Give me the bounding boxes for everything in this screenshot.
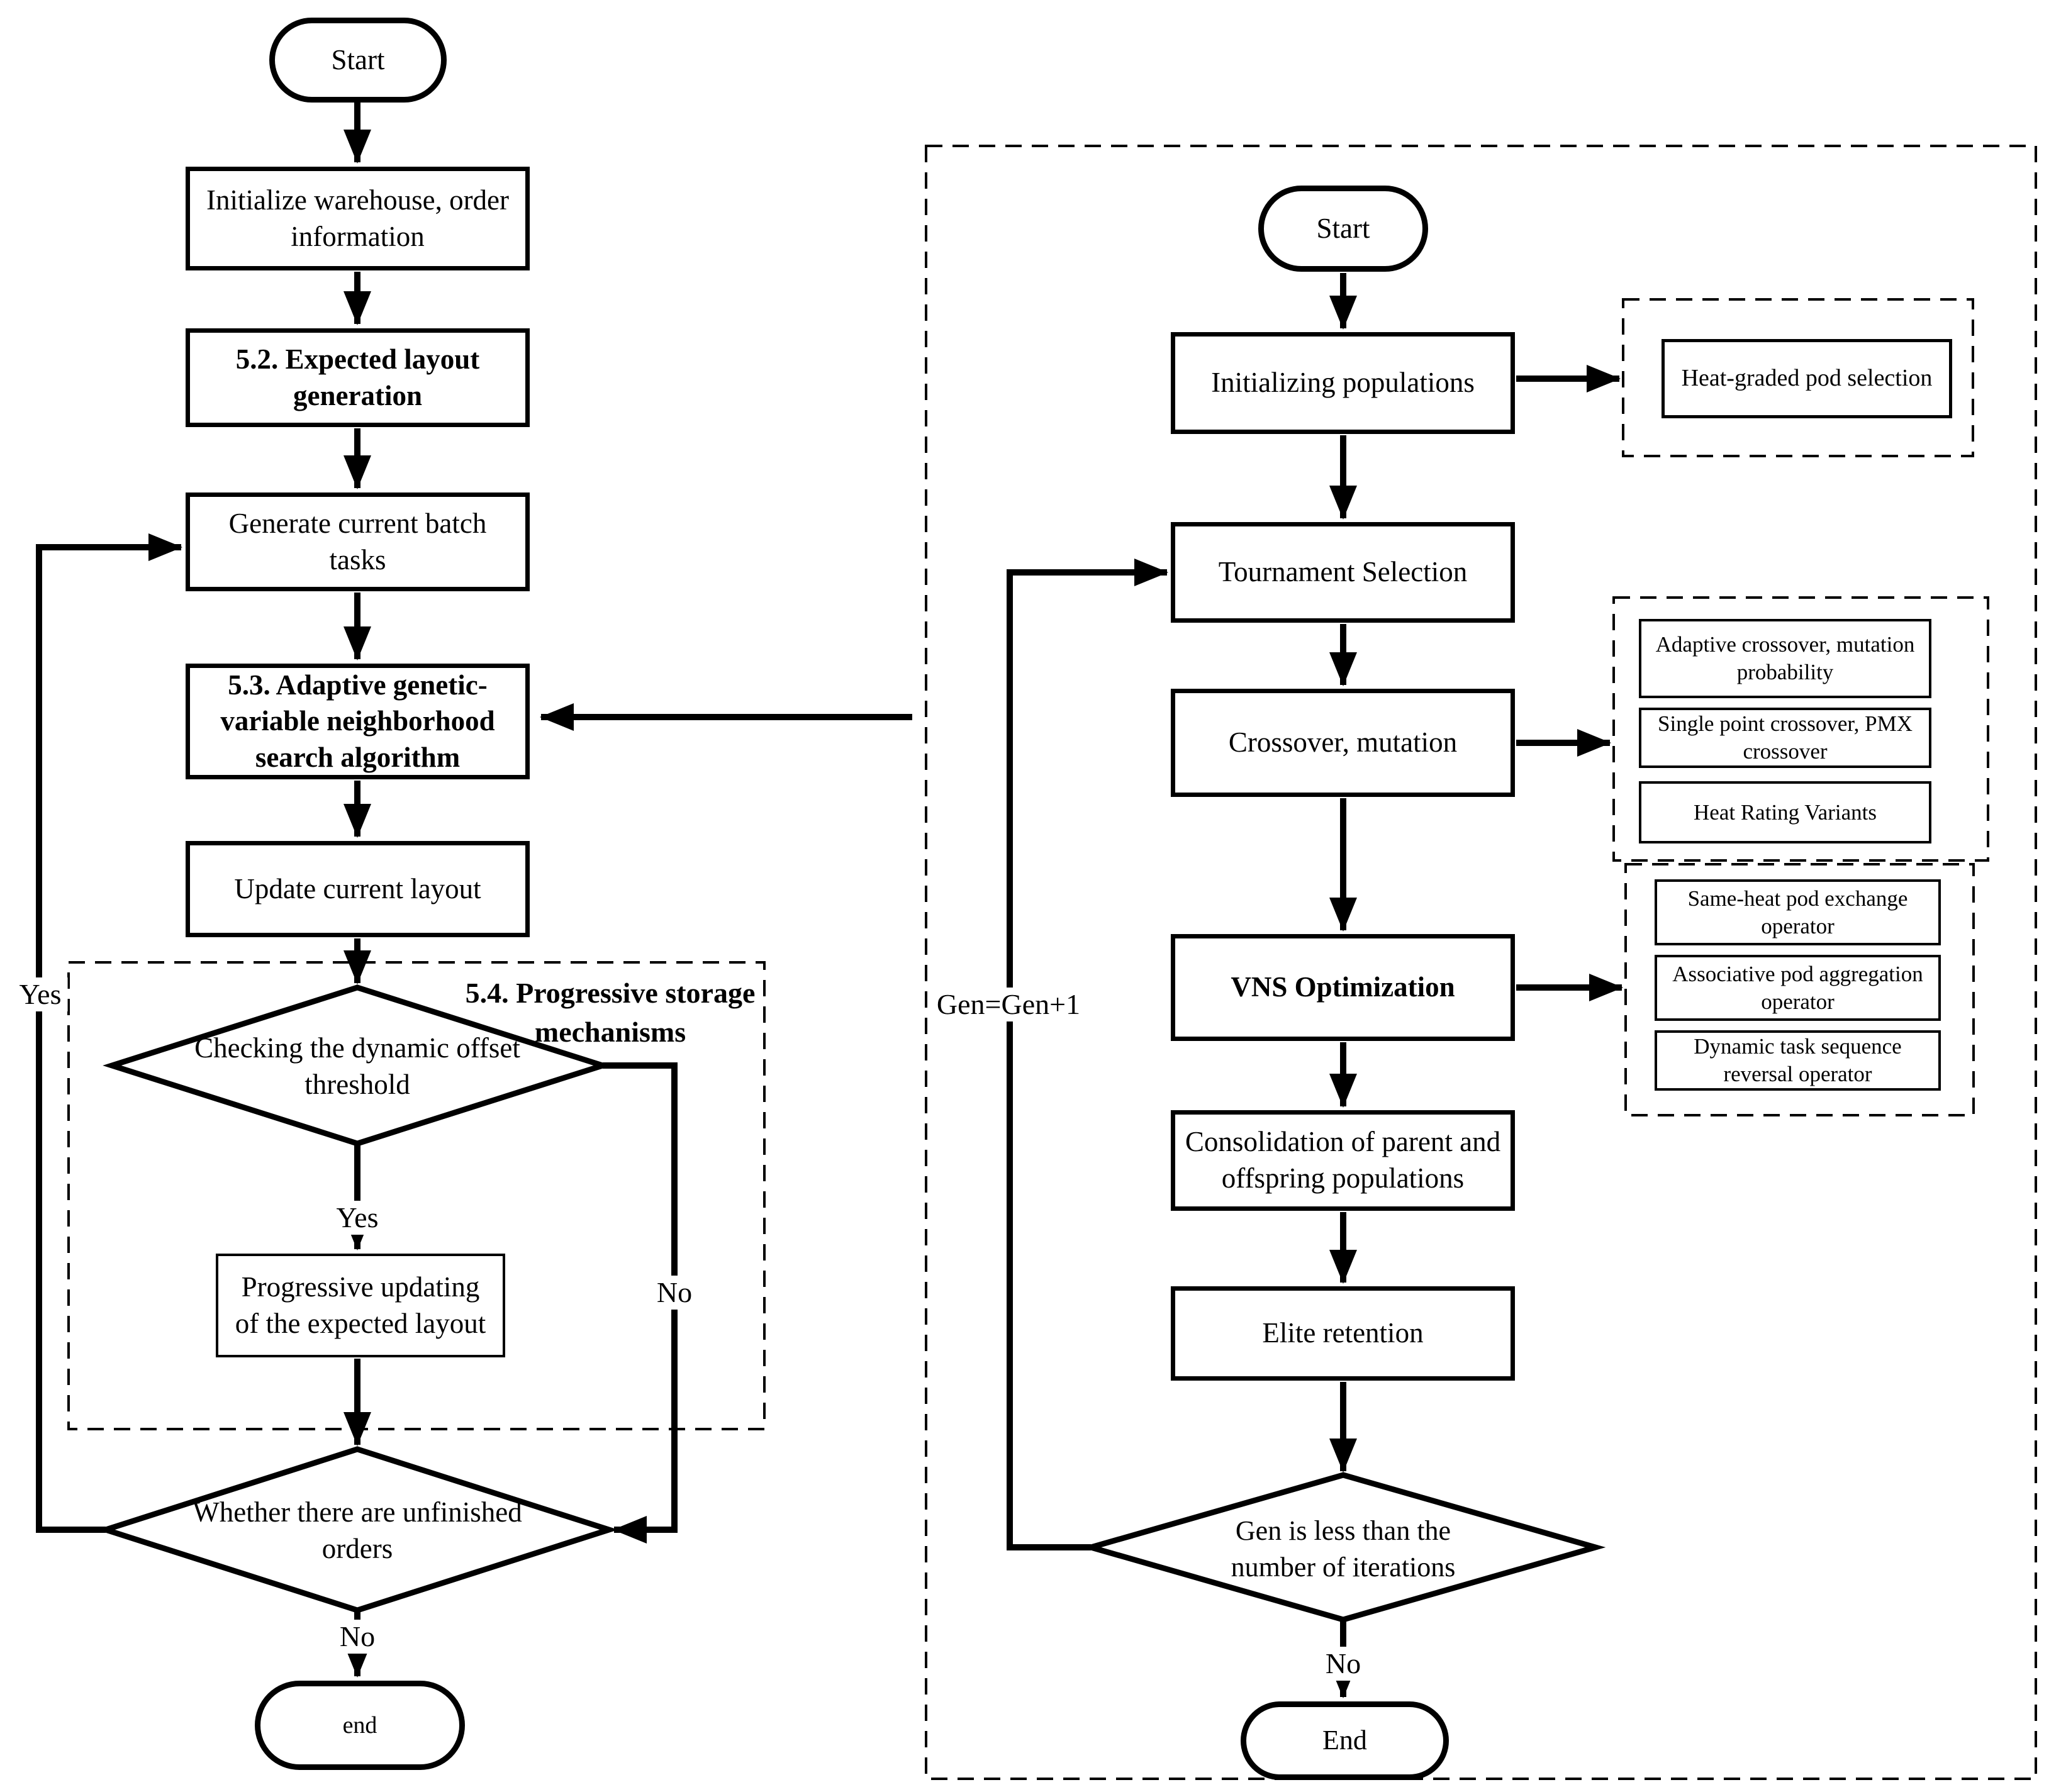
progressive-update-label: Progressive updating of the expected lay… [235, 1271, 486, 1339]
consolidation-populations-label: Consolidation of parent and offspring po… [1185, 1126, 1501, 1194]
single-point-pmx-crossover-box: Single point crossover, PMX crossover [1639, 708, 1931, 768]
crossover-mutation-label: Crossover, mutation [1228, 726, 1458, 759]
initializing-populations-box: Initializing populations [1171, 332, 1515, 434]
generate-batch-tasks-label: Generate current batch tasks [228, 507, 487, 576]
heat-graded-pod-selection-box: Heat-graded pod selection [1662, 339, 1952, 418]
crossover-mutation-box: Crossover, mutation [1171, 689, 1515, 797]
right-end-terminator: End [1241, 1701, 1449, 1780]
orders-decision-text: Whether there are unfinished orders [193, 1496, 522, 1565]
iterations-no-label: No [1319, 1647, 1368, 1681]
vns-optimization-box: VNS Optimization [1171, 934, 1515, 1041]
orders-yes-label: Yes [13, 977, 68, 1011]
progressive-update-box: Progressive updating of the expected lay… [216, 1254, 505, 1357]
dynamic-task-sequence-reversal-label: Dynamic task sequence reversal operator [1694, 1034, 1902, 1086]
left-start-label: Start [331, 43, 385, 75]
expected-layout-generation-box: 5.2. Expected layout generation [186, 328, 530, 427]
threshold-no-label: No [650, 1276, 699, 1310]
heat-rating-variants-label: Heat Rating Variants [1694, 799, 1877, 825]
loop-generation-increment-to-tournament [1007, 559, 1168, 1550]
tournament-selection-label: Tournament Selection [1218, 556, 1468, 588]
adaptive-crossover-probability-box: Adaptive crossover, mutation probability [1639, 619, 1931, 698]
loop-orders-yes-to-generate-batch [36, 533, 182, 1533]
adaptive-crossover-probability-label: Adaptive crossover, mutation probability [1655, 632, 1915, 684]
initialize-warehouse-label: Initialize warehouse, order information [206, 184, 510, 252]
left-end-label: end [342, 1711, 377, 1739]
iterations-decision-text: Gen is less than the number of iteration… [1231, 1515, 1456, 1583]
associative-pod-aggregation-box: Associative pod aggregation operator [1655, 955, 1941, 1021]
generation-increment-label: Gen=Gen+1 [930, 988, 1087, 1021]
left-end-terminator: end [255, 1681, 465, 1770]
elite-retention-label: Elite retention [1262, 1317, 1424, 1349]
threshold-decision-diamond [103, 984, 612, 1147]
right-start-terminator: Start [1258, 186, 1428, 272]
heat-graded-dashed-box [1622, 298, 1974, 457]
right-flow-dashed-container [925, 145, 2037, 1780]
orders-decision-diamond [96, 1446, 618, 1613]
threshold-yes-label: Yes [330, 1201, 385, 1235]
dynamic-task-sequence-reversal-box: Dynamic task sequence reversal operator [1655, 1030, 1941, 1091]
expected-layout-generation-label: 5.2. Expected layout generation [235, 343, 480, 411]
right-start-label: Start [1316, 212, 1370, 244]
orders-no-label: No [333, 1620, 382, 1654]
crossover-operators-dashed-box [1612, 596, 1989, 862]
initialize-warehouse-box: Initialize warehouse, order information [186, 167, 530, 270]
elite-retention-box: Elite retention [1171, 1286, 1515, 1381]
single-point-pmx-crossover-label: Single point crossover, PMX crossover [1658, 711, 1913, 764]
associative-pod-aggregation-label: Associative pod aggregation operator [1672, 961, 1923, 1014]
heat-rating-variants-box: Heat Rating Variants [1639, 781, 1931, 843]
generate-batch-tasks-box: Generate current batch tasks [186, 493, 530, 591]
tournament-selection-box: Tournament Selection [1171, 522, 1515, 623]
initializing-populations-label: Initializing populations [1211, 367, 1475, 399]
heat-graded-pod-selection-label: Heat-graded pod selection [1681, 365, 1933, 392]
vns-operators-dashed-box [1624, 863, 1975, 1116]
left-start-terminator: Start [269, 18, 447, 103]
iterations-decision-diamond [1080, 1472, 1606, 1623]
progressive-storage-section-title: 5.4. Progressive storage mechanisms [465, 977, 756, 1049]
threshold-decision-text: Checking the dynamic offset threshold [194, 1032, 520, 1101]
same-heat-pod-exchange-label: Same-heat pod exchange operator [1687, 886, 1908, 938]
adaptive-search-algorithm-box: 5.3. Adaptive genetic-variable neighborh… [186, 664, 530, 779]
consolidation-populations-box: Consolidation of parent and offspring po… [1171, 1110, 1515, 1211]
vns-optimization-label: VNS Optimization [1231, 971, 1455, 1003]
adaptive-search-algorithm-label: 5.3. Adaptive genetic-variable neighborh… [220, 669, 495, 773]
same-heat-pod-exchange-box: Same-heat pod exchange operator [1655, 879, 1941, 945]
update-current-layout-label: Update current layout [234, 872, 481, 904]
progressive-storage-dashed-box [67, 961, 766, 1430]
update-current-layout-box: Update current layout [186, 841, 530, 937]
right-end-label: End [1322, 1725, 1367, 1756]
